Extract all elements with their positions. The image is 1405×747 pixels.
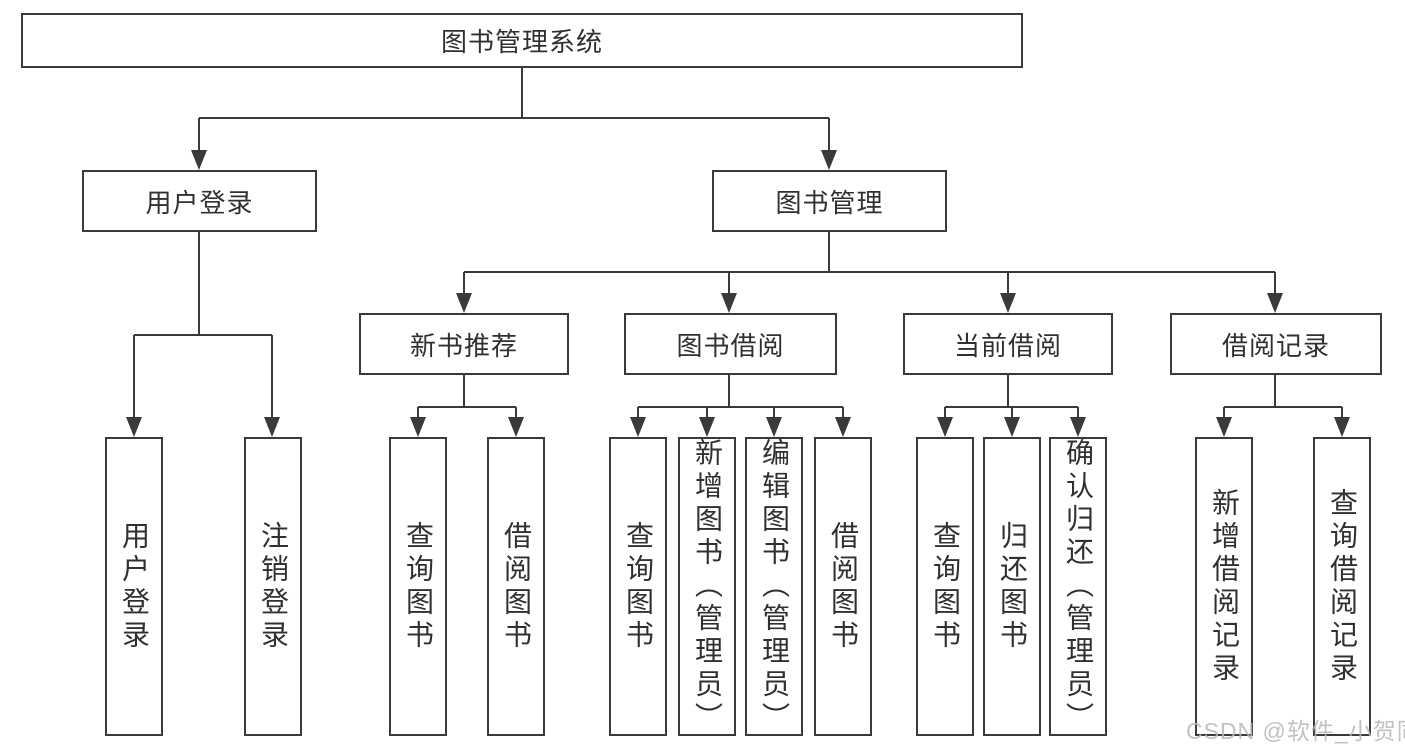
node-root-system: 图书管理系统 <box>21 13 1023 68</box>
node-label: 图书管理系统 <box>440 27 603 57</box>
leaf-borrow-book: 借阅图书 <box>814 437 872 736</box>
node-label: 查询图书 <box>930 520 961 653</box>
leaf-recommend-query-book: 查询图书 <box>389 437 447 736</box>
node-label: 图书管理 <box>775 187 884 218</box>
node-label: 查询图书 <box>403 520 434 653</box>
node-book-borrow: 图书借阅 <box>624 313 837 375</box>
leaf-logout: 注销登录 <box>244 437 302 736</box>
node-label: 新书推荐 <box>409 330 518 361</box>
node-current-borrow: 当前借阅 <box>903 313 1113 375</box>
node-label: 当前借阅 <box>953 330 1062 361</box>
leaf-return-book: 归还图书 <box>983 437 1041 736</box>
leaf-confirm-return-admin: 确认归还（管理员） <box>1049 437 1107 736</box>
leaf-user-login: 用户登录 <box>105 437 163 736</box>
node-label: 查询图书 <box>623 520 654 653</box>
node-book-management: 图书管理 <box>712 170 947 232</box>
node-label: 图书借阅 <box>676 330 785 361</box>
node-label: 借阅图书 <box>501 520 532 653</box>
leaf-edit-book-admin: 编辑图书（管理员） <box>745 437 803 736</box>
leaf-recommend-borrow-book: 借阅图书 <box>487 437 545 736</box>
node-label: 借阅图书 <box>828 520 859 653</box>
node-label: 确认归还（管理员） <box>1063 438 1094 735</box>
node-user-login: 用户登录 <box>82 170 317 232</box>
node-label: 编辑图书（管理员） <box>759 438 790 735</box>
leaf-add-book-admin: 新增图书（管理员） <box>678 437 736 736</box>
node-label: 查询借阅记录 <box>1327 487 1358 686</box>
arrowheads <box>126 150 1350 437</box>
leaf-add-borrow-record: 新增借阅记录 <box>1195 437 1253 736</box>
leaf-current-query-book: 查询图书 <box>916 437 974 736</box>
node-label: 用户登录 <box>145 187 254 218</box>
node-label: 用户登录 <box>119 520 150 653</box>
node-borrow-record: 借阅记录 <box>1170 313 1382 375</box>
leaf-borrow-query-book: 查询图书 <box>609 437 667 736</box>
node-label: 新增图书（管理员） <box>692 438 723 735</box>
node-label: 借阅记录 <box>1221 330 1330 361</box>
node-new-book-recommend: 新书推荐 <box>359 313 569 375</box>
node-label: 归还图书 <box>997 520 1028 653</box>
node-label: 注销登录 <box>258 520 289 653</box>
leaf-query-borrow-record: 查询借阅记录 <box>1313 437 1371 736</box>
csdn-watermark: CSDN @软件_小贺同学 <box>1186 718 1405 744</box>
node-label: 新增借阅记录 <box>1209 487 1240 686</box>
